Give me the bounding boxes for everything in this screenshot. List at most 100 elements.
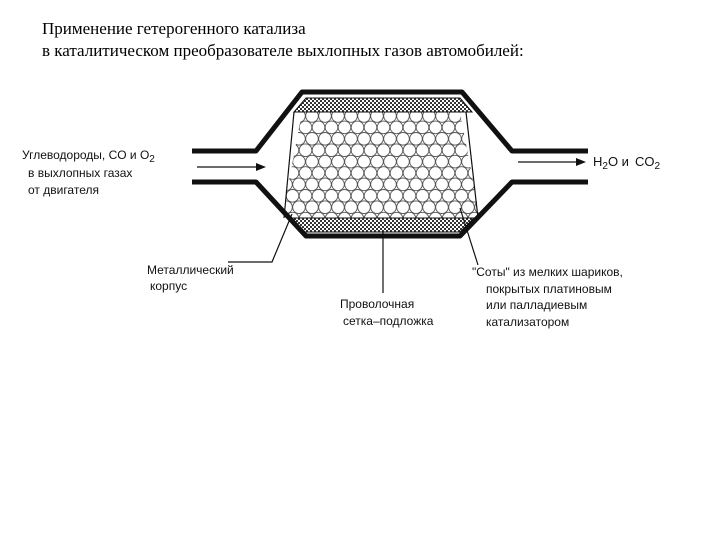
honeycomb-label-line-2: покрытых платиновым bbox=[486, 282, 612, 296]
bead bbox=[435, 154, 449, 169]
bead bbox=[318, 132, 332, 146]
mesh-top-band bbox=[292, 97, 474, 113]
bead bbox=[318, 177, 332, 192]
bead bbox=[402, 189, 417, 203]
bead bbox=[370, 154, 384, 169]
bead bbox=[383, 177, 397, 192]
bead bbox=[396, 177, 410, 192]
bead bbox=[376, 120, 391, 135]
bead bbox=[337, 211, 352, 218]
bead bbox=[285, 143, 300, 157]
bead bbox=[305, 132, 319, 146]
bead bbox=[441, 120, 456, 135]
bead bbox=[428, 166, 443, 180]
bead bbox=[331, 132, 345, 146]
leader-lines bbox=[228, 207, 479, 293]
bead bbox=[292, 200, 306, 214]
housing-top-outline bbox=[192, 89, 588, 154]
bead bbox=[363, 211, 378, 218]
bead bbox=[389, 189, 404, 203]
bead bbox=[454, 189, 469, 203]
bead bbox=[415, 211, 430, 218]
bead bbox=[396, 154, 410, 169]
bead bbox=[376, 143, 391, 157]
bead bbox=[298, 166, 313, 180]
bead bbox=[467, 166, 480, 180]
honeycomb-label-line-1: "Соты" из мелких шариков, bbox=[472, 265, 623, 279]
bead bbox=[383, 154, 397, 169]
bead bbox=[428, 189, 443, 203]
bead bbox=[305, 154, 319, 169]
honeycomb-label-line-3: или палладиевым bbox=[486, 298, 587, 312]
bead bbox=[370, 132, 384, 146]
bead bbox=[337, 166, 352, 180]
bead bbox=[422, 177, 436, 192]
bead bbox=[370, 200, 384, 214]
housing-leader bbox=[228, 213, 293, 263]
bead bbox=[357, 200, 371, 214]
bead bbox=[350, 189, 365, 203]
bead bbox=[282, 154, 293, 169]
bead bbox=[454, 166, 469, 180]
bead bbox=[376, 211, 391, 218]
bead bbox=[311, 166, 326, 180]
bead bbox=[467, 120, 480, 135]
bead bbox=[461, 177, 475, 192]
bead bbox=[376, 189, 391, 203]
bead bbox=[305, 177, 319, 192]
bead bbox=[428, 211, 443, 218]
bead bbox=[415, 189, 430, 203]
bead bbox=[435, 132, 449, 146]
bead bbox=[350, 143, 365, 157]
bead bbox=[389, 120, 404, 135]
mesh-bottom-band bbox=[286, 217, 476, 233]
inlet-label-line-2: в выхлопных газах bbox=[28, 166, 132, 180]
bead bbox=[461, 200, 475, 214]
bead bbox=[448, 200, 462, 214]
bead bbox=[311, 143, 326, 157]
bead bbox=[337, 143, 352, 157]
bead bbox=[435, 177, 449, 192]
bead bbox=[324, 166, 339, 180]
bead bbox=[344, 132, 358, 146]
bead bbox=[324, 211, 339, 218]
honeycomb-label-line-4: катализатором bbox=[486, 315, 569, 329]
bead bbox=[357, 154, 371, 169]
bead bbox=[305, 200, 319, 214]
bead bbox=[435, 200, 449, 214]
bead bbox=[409, 154, 423, 169]
bead bbox=[448, 177, 462, 192]
inlet-label-line-1: Углеводороды, CO и O2 bbox=[22, 148, 155, 165]
bead bbox=[428, 143, 443, 157]
honeycomb-leader bbox=[459, 207, 479, 266]
housing-label-line-1: Металлический bbox=[147, 263, 234, 277]
bead bbox=[337, 120, 352, 135]
bead bbox=[402, 143, 417, 157]
bead bbox=[396, 132, 410, 146]
bead bbox=[448, 154, 462, 169]
bead bbox=[383, 200, 397, 214]
bead bbox=[415, 143, 430, 157]
bead bbox=[474, 154, 480, 169]
bead bbox=[402, 120, 417, 135]
bead bbox=[298, 211, 313, 218]
bead bbox=[311, 211, 326, 218]
arrow-right-icon bbox=[518, 158, 586, 166]
bead bbox=[422, 200, 436, 214]
bead bbox=[441, 143, 456, 157]
mesh-label-line-1: Проволочная bbox=[340, 297, 414, 311]
bead bbox=[441, 189, 456, 203]
bead bbox=[282, 177, 293, 192]
bead bbox=[324, 120, 339, 135]
bead bbox=[389, 166, 404, 180]
bead bbox=[415, 166, 430, 180]
bead bbox=[363, 166, 378, 180]
bead bbox=[318, 200, 332, 214]
bead bbox=[389, 143, 404, 157]
chamber-left-edge bbox=[283, 111, 295, 219]
bead bbox=[454, 120, 469, 135]
bead bbox=[370, 177, 384, 192]
bead bbox=[311, 189, 326, 203]
arrow-right-icon bbox=[197, 163, 266, 171]
